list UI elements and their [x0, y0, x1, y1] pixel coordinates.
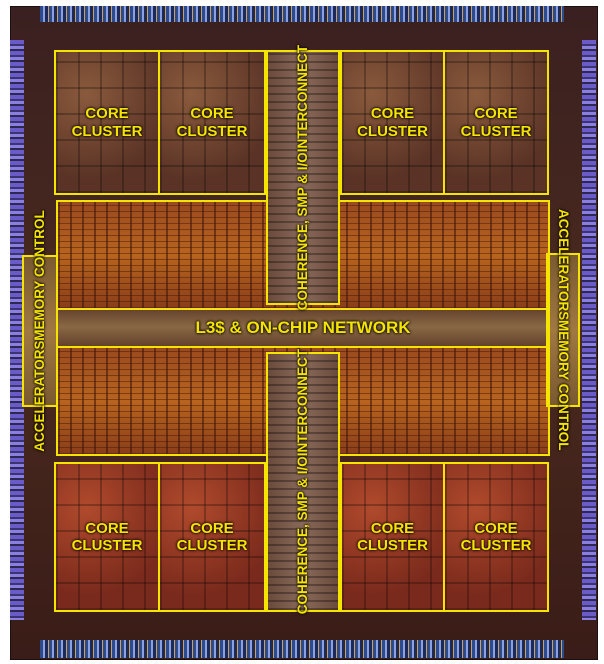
- accelerators-line2: MEMORY CONTROL: [32, 210, 48, 341]
- core-cluster-line1: CORE: [474, 519, 518, 537]
- core-cluster-top-2: CORE CLUSTER: [158, 50, 266, 195]
- io-pad-left: [10, 40, 24, 620]
- core-cluster-line2: CLUSTER: [460, 537, 532, 554]
- core-cluster-line2: CLUSTER: [460, 122, 532, 140]
- core-cluster-top-1: CORE CLUSTER: [54, 50, 160, 195]
- core-cluster-bottom-3: CORE CLUSTER: [340, 462, 445, 612]
- core-cluster-line2: CLUSTER: [357, 122, 428, 140]
- core-cluster-top-4: CORE CLUSTER: [443, 50, 549, 195]
- core-cluster-line1: CORE: [85, 519, 129, 537]
- interconnect-line1: COHERENCE, SMP & I/O: [295, 456, 311, 615]
- io-pad-right: [582, 40, 596, 620]
- l3-network-label: L3$ & ON-CHIP NETWORK: [195, 318, 411, 338]
- core-cluster-line1: CORE: [474, 105, 518, 123]
- core-cluster-line2: CLUSTER: [357, 537, 428, 554]
- coherence-interconnect-bottom: COHERENCE, SMP & I/O INTERCONNECT: [266, 349, 340, 615]
- core-cluster-bottom-2: CORE CLUSTER: [158, 462, 266, 612]
- core-cluster-bottom-4: CORE CLUSTER: [443, 462, 549, 612]
- io-pad-top: [40, 6, 564, 22]
- core-cluster-line1: CORE: [85, 105, 129, 123]
- interconnect-line2: INTERCONNECT: [295, 349, 311, 457]
- core-cluster-line2: CLUSTER: [176, 122, 248, 140]
- core-cluster-line2: CLUSTER: [176, 537, 248, 554]
- core-cluster-line1: CORE: [190, 519, 234, 537]
- core-cluster-line2: CLUSTER: [71, 537, 143, 554]
- on-chip-network-band: [42, 308, 562, 346]
- io-pad-bottom: [40, 640, 564, 658]
- accelerators-memory-control-right: ACCELERATORS MEMORY CONTROL: [546, 209, 580, 451]
- core-cluster-line1: CORE: [370, 105, 415, 123]
- interconnect-line1: COHERENCE, SMP & I/O: [295, 152, 311, 311]
- accelerators-line1: ACCELERATORS: [555, 209, 571, 321]
- coherence-interconnect-top: COHERENCE, SMP & I/O INTERCONNECT: [266, 45, 340, 310]
- core-cluster-bottom-1: CORE CLUSTER: [54, 462, 160, 612]
- core-cluster-line1: CORE: [370, 519, 415, 537]
- core-cluster-line1: CORE: [190, 105, 234, 123]
- core-cluster-top-3: CORE CLUSTER: [340, 50, 445, 195]
- accelerators-line2: MEMORY CONTROL: [555, 320, 571, 451]
- core-cluster-line2: CLUSTER: [71, 122, 143, 140]
- accelerators-line1: ACCELERATORS: [32, 340, 48, 452]
- interconnect-line2: INTERCONNECT: [295, 44, 311, 153]
- accelerators-memory-control-left: ACCELERATORS MEMORY CONTROL: [22, 210, 58, 452]
